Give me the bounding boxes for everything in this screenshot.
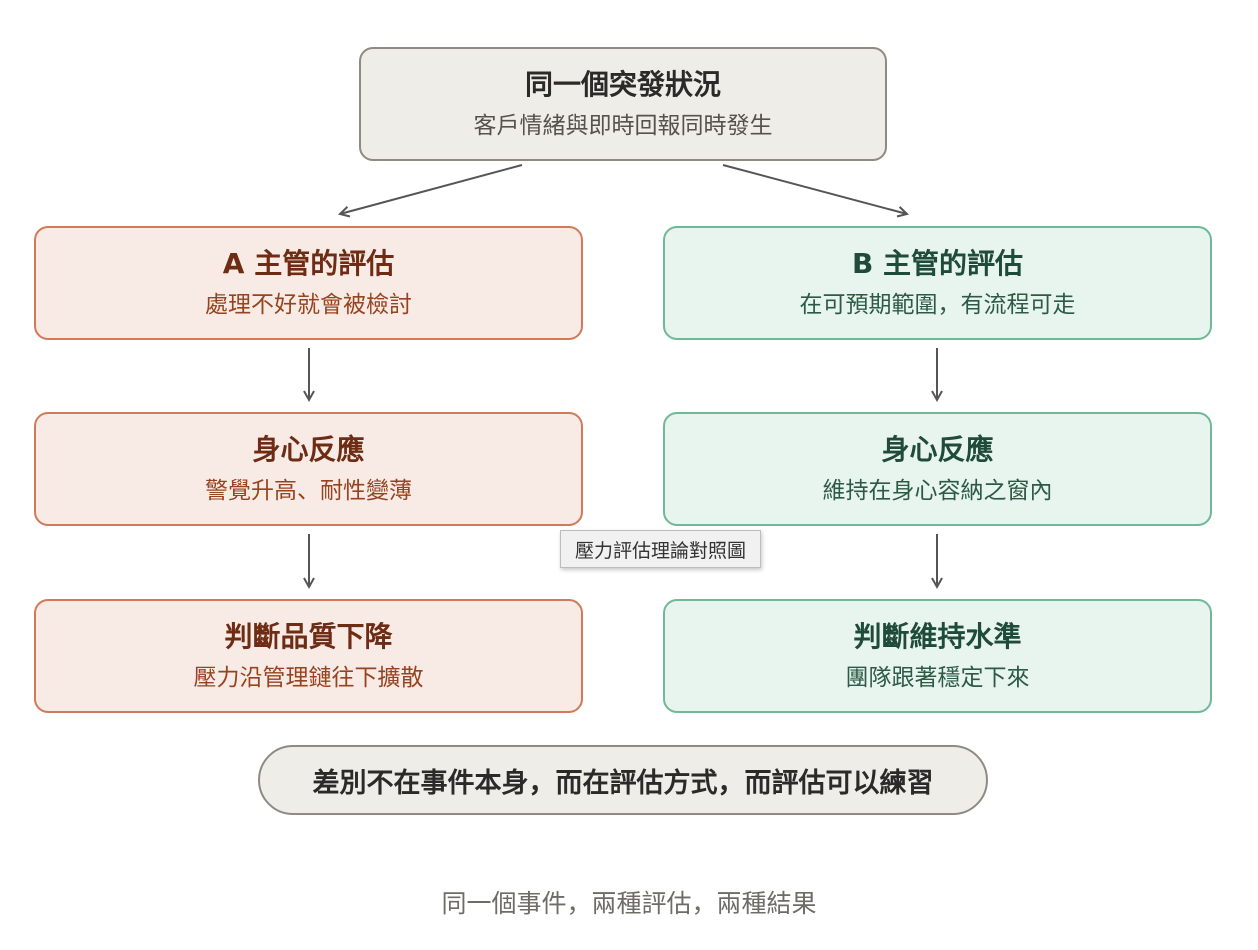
right-outcome-title: 判斷維持水準 xyxy=(853,620,1022,653)
right-appraisal-box: B 主管的評估 在可預期範圍，有流程可走 xyxy=(663,226,1212,340)
diagram-caption: 同一個事件，兩種評估，兩種結果 xyxy=(441,889,817,918)
right-reaction-title: 身心反應 xyxy=(881,433,994,466)
left-reaction-title: 身心反應 xyxy=(252,433,365,466)
left-reaction-subtitle: 警覺升高、耐性變薄 xyxy=(205,478,412,504)
left-outcome-title: 判斷品質下降 xyxy=(224,620,393,653)
right-reaction-box: 身心反應 維持在身心容納之窗內 xyxy=(663,412,1212,526)
left-appraisal-title: A 主管的評估 xyxy=(222,247,395,280)
left-reaction-box: 身心反應 警覺升高、耐性變薄 xyxy=(34,412,583,526)
top-event-subtitle: 客戶情緒與即時回報同時發生 xyxy=(473,113,773,139)
arrow-top-to-right xyxy=(722,164,909,218)
left-outcome-subtitle: 壓力沿管理鏈往下擴散 xyxy=(193,665,424,691)
right-outcome-subtitle: 團隊跟著穩定下來 xyxy=(845,665,1030,691)
left-outcome-box: 判斷品質下降 壓力沿管理鏈往下擴散 xyxy=(34,599,583,713)
top-event-title: 同一個突發狀況 xyxy=(524,68,721,101)
arrow-top-to-left xyxy=(338,164,523,218)
left-appraisal-box: A 主管的評估 處理不好就會被檢討 xyxy=(34,226,583,340)
right-appraisal-subtitle: 在可預期範圍，有流程可走 xyxy=(799,292,1076,318)
top-event-box: 同一個突發狀況 客戶情緒與即時回報同時發生 xyxy=(359,47,887,161)
conclusion-pill: 差別不在事件本身，而在評估方式，而評估可以練習 xyxy=(258,745,988,815)
left-appraisal-subtitle: 處理不好就會被檢討 xyxy=(205,292,412,318)
diagram-tooltip: 壓力評估理論對照圖 xyxy=(560,530,762,568)
right-appraisal-title: B 主管的評估 xyxy=(851,247,1024,280)
right-outcome-box: 判斷維持水準 團隊跟著穩定下來 xyxy=(663,599,1212,713)
right-reaction-subtitle: 維持在身心容納之窗內 xyxy=(822,478,1053,504)
